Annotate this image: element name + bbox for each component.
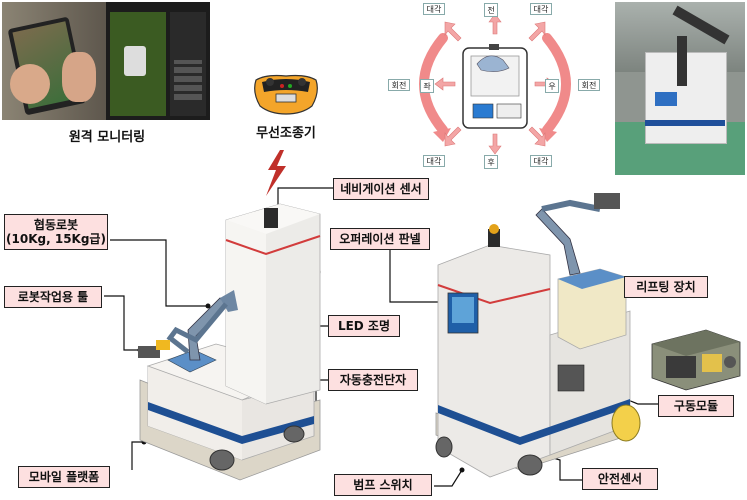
direction-right: 우 <box>545 79 559 93</box>
cobot-label-line1: 협동로봇 <box>33 218 79 232</box>
drive-module-label: 구동모듈 <box>658 395 734 417</box>
remote-monitoring-caption: 원격 모니터링 <box>68 130 146 145</box>
right-mobile-robot <box>430 185 645 495</box>
direction-diag-top-right: 대각 <box>530 3 552 15</box>
wireless-signal-icon <box>262 150 288 196</box>
direction-diagram <box>385 0 605 170</box>
mobile-robot-photo <box>615 2 745 175</box>
safety-sensor-label: 안전센서 <box>582 468 658 490</box>
direction-diag-bottom-right: 대각 <box>530 155 552 167</box>
nav-sensor-label: 네비게이션 센서 <box>333 178 429 200</box>
lifting-device-label: 리프팅 장치 <box>624 276 708 298</box>
direction-diag-top-left: 대각 <box>423 3 445 15</box>
direction-rotate-left: 회전 <box>388 79 410 91</box>
auto-charge-terminal-label: 자동충전단자 <box>328 369 418 391</box>
drive-module-image <box>646 326 744 392</box>
direction-back: 후 <box>484 155 498 169</box>
cobot-label-line2: (10Kg, 15Kg급) <box>6 232 106 246</box>
direction-front: 전 <box>484 3 498 17</box>
operation-panel-label: 오퍼레이션 판넬 <box>330 228 430 250</box>
left-mobile-robot <box>130 190 340 490</box>
direction-left: 좌 <box>420 79 434 93</box>
remote-monitoring-photo <box>2 2 210 120</box>
led-lighting-label: LED 조명 <box>328 315 400 337</box>
wireless-controller-image <box>250 70 322 116</box>
mobile-platform-label: 모바일 플랫폼 <box>18 466 110 488</box>
direction-diag-bottom-left: 대각 <box>423 155 445 167</box>
direction-rotate-right: 회전 <box>578 79 600 91</box>
robot-tool-label: 로봇작업용 툴 <box>4 286 102 308</box>
wireless-controller-caption: 무선조종기 <box>256 126 316 141</box>
cobot-label: 협동로봇 (10Kg, 15Kg급) <box>4 214 108 250</box>
bumper-switch-label: 범프 스위치 <box>334 474 432 496</box>
